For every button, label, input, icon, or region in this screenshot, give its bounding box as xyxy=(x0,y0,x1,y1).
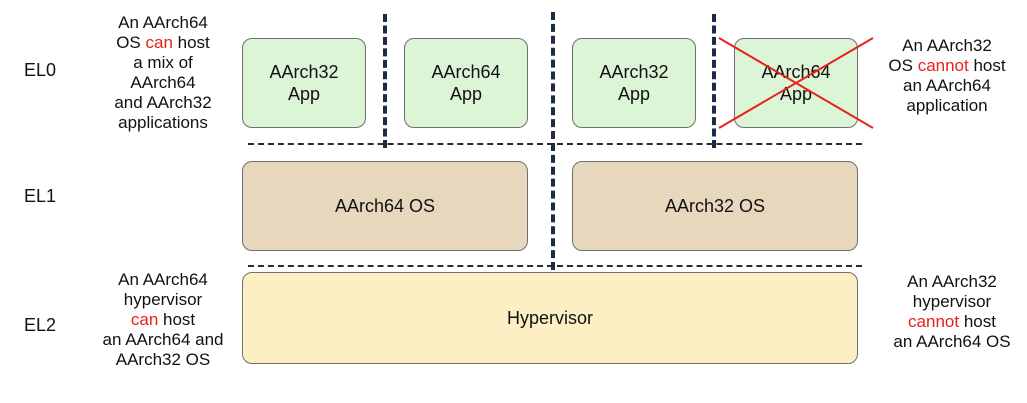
note-emphasis: cannot xyxy=(917,56,969,75)
os-box-aarch32: AArch32 OS xyxy=(572,161,858,251)
note-line: An AArch32 xyxy=(907,272,997,291)
note-line: OS xyxy=(888,56,918,75)
note-line: application xyxy=(906,96,988,115)
el2-label: EL2 xyxy=(24,315,57,335)
note-line: an AArch64 OS xyxy=(893,332,1011,351)
note-line: An AArch32 xyxy=(902,36,992,55)
app-box-aarch32-1: AArch32 App xyxy=(242,38,366,128)
el0-label: EL0 xyxy=(24,60,57,80)
note-el0-right: An AArch32 OS cannot host an AArch64 app… xyxy=(872,36,1022,116)
app-separator-right xyxy=(712,14,716,148)
app-box-aarch64-1: AArch64 App xyxy=(404,38,528,128)
app-kind-label: App xyxy=(617,84,650,104)
note-line: a mix of xyxy=(133,53,193,72)
app-box-aarch32-2: AArch32 App xyxy=(572,38,696,128)
os-box-aarch64: AArch64 OS xyxy=(242,161,528,251)
app-separator-left xyxy=(383,14,387,148)
note-emphasis: can xyxy=(145,33,173,52)
note-el2-right: An AArch32 hypervisor cannot host an AAr… xyxy=(877,272,1027,352)
app-arch-label: AArch64 xyxy=(761,62,831,82)
os-label: AArch64 OS xyxy=(334,196,436,216)
os-label: AArch32 OS xyxy=(664,196,766,216)
os-separator xyxy=(551,12,555,270)
app-arch-label: AArch64 xyxy=(431,62,501,82)
el0-el1-separator xyxy=(248,143,862,145)
hypervisor-label: Hypervisor xyxy=(506,308,594,328)
note-line: host xyxy=(968,56,1006,75)
note-line: AArch32 OS xyxy=(115,350,211,369)
note-line: host xyxy=(158,310,196,329)
app-arch-label: AArch32 xyxy=(599,62,669,82)
note-line: hypervisor xyxy=(912,292,992,311)
note-line: OS xyxy=(116,33,146,52)
app-kind-label: App xyxy=(449,84,482,104)
app-kind-label: App xyxy=(287,84,320,104)
note-emphasis: can xyxy=(130,310,159,329)
note-line: an AArch64 and xyxy=(102,330,224,349)
note-emphasis: cannot xyxy=(908,312,960,331)
app-arch-label: AArch32 xyxy=(269,62,339,82)
note-line: host xyxy=(959,312,996,331)
note-line: and AArch32 xyxy=(114,93,212,112)
note-line: an AArch64 xyxy=(903,76,991,95)
note-line: An AArch64 xyxy=(118,13,208,32)
note-line: hypervisor xyxy=(123,290,203,309)
el1-label: EL1 xyxy=(24,186,57,206)
note-line: applications xyxy=(118,113,208,132)
app-kind-label: App xyxy=(779,84,812,104)
hypervisor-box: Hypervisor xyxy=(242,272,858,364)
note-line: host xyxy=(172,33,210,52)
note-line: AArch64 xyxy=(130,73,196,92)
cross-stroke xyxy=(718,37,874,129)
el1-el2-separator xyxy=(248,265,862,267)
note-line: An AArch64 xyxy=(118,270,208,289)
note-el2-left: An AArch64 hypervisor can host an AArch6… xyxy=(93,270,233,370)
note-el0-left: An AArch64 OS can host a mix of AArch64 … xyxy=(98,13,228,133)
